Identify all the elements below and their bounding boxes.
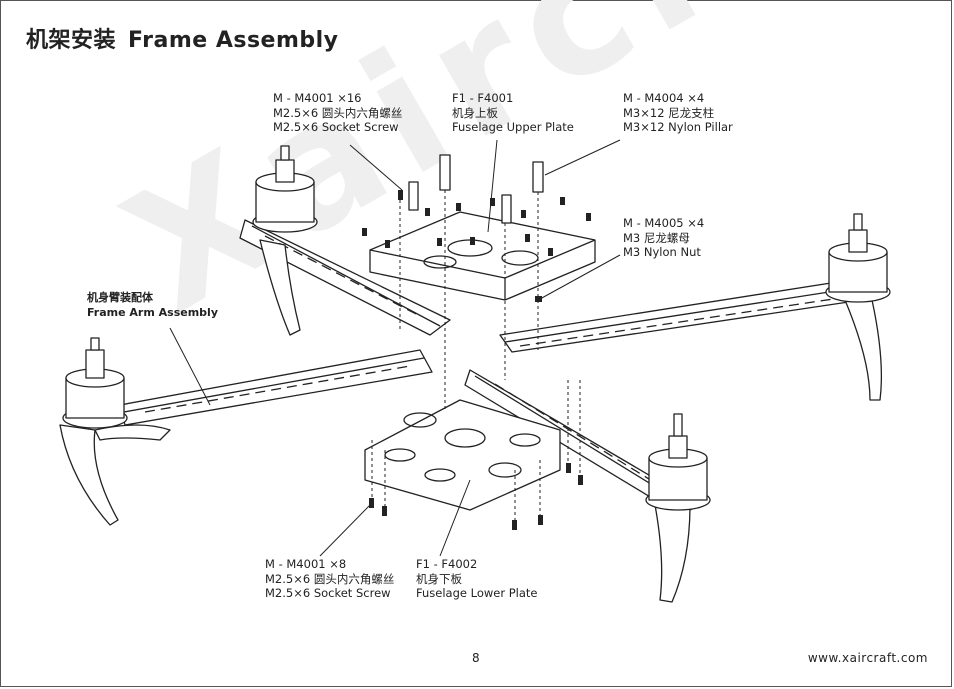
callout-code: M - M4001 ×16 [273,91,362,105]
callout-code: M - M4001 ×8 [265,557,347,571]
callout-cn: M2.5×6 圆头内六角螺丝 [265,571,395,586]
landing-gear-right [844,299,883,401]
callout-cn: 机身臂装配体 [87,291,153,304]
callout-en: Fuselage Upper Plate [452,120,574,134]
landing-gear-back-left [259,239,301,336]
callout-code: M - M4005 ×4 [623,216,705,230]
motor-right [825,213,891,303]
callout-upper-plate: F1 - F4001 机身上板 Fuselage Upper Plate [452,91,574,135]
callout-en: Fuselage Lower Plate [416,586,538,600]
callout-code: M - M4004 ×4 [623,91,705,105]
nylon-pillar-1 [439,154,451,191]
nylon-pillar-2 [532,161,544,193]
motor-back-left [252,145,318,233]
callout-en: M3×12 Nylon Pillar [623,120,733,134]
callout-cn: M3×12 尼龙支柱 [623,105,715,120]
website-link[interactable]: www.xaircraft.com [807,651,928,665]
callout-code: F1 - F4001 [452,91,514,105]
callout-en: M3 Nylon Nut [623,245,701,259]
callout-en: M2.5×6 Socket Screw [273,120,399,134]
page-title-cn: 机架安装 [26,28,117,53]
arm-left [119,349,433,426]
callout-en: Frame Arm Assembly [87,305,218,319]
nylon-pillar-3 [408,181,419,211]
page-number: 8 [472,651,480,665]
landing-gear-front-right [654,504,691,603]
callout-cn: 机身上板 [452,105,498,120]
lower-plate [364,399,561,511]
nylon-pillar-4 [501,194,512,224]
callout-socket-screw-bottom: M - M4001 ×8 M2.5×6 圆头内六角螺丝 M2.5×6 Socke… [265,557,394,601]
callout-code: F1 - F4002 [416,557,478,571]
callout-frame-arm: 机身臂装配体 Frame Arm Assembly [87,291,218,320]
upper-plate [369,211,596,301]
callout-cn: M2.5×6 圆头内六角螺丝 [273,105,403,120]
motor-front-right [645,413,711,511]
callout-nylon-nut: M - M4005 ×4 M3 尼龙螺母 M3 Nylon Nut [623,216,704,260]
callout-cn: M3 尼龙螺母 [623,230,690,245]
callout-socket-screw-top: M - M4001 ×16 M2.5×6 圆头内六角螺丝 M2.5×6 Sock… [273,91,402,135]
landing-gear-left [59,424,119,526]
callout-cn: 机身下板 [416,571,462,586]
callout-en: M2.5×6 Socket Screw [265,586,391,600]
arm-back-left [239,219,451,336]
motor-left [62,337,128,429]
callout-lower-plate: F1 - F4002 机身下板 Fuselage Lower Plate [416,557,537,601]
page-title: 机架安装 Frame Assembly [26,22,339,54]
callout-nylon-pillar: M - M4004 ×4 M3×12 尼龙支柱 M3×12 Nylon Pill… [623,91,733,135]
arm-right [499,279,863,353]
page-title-en: Frame Assembly [128,28,339,53]
